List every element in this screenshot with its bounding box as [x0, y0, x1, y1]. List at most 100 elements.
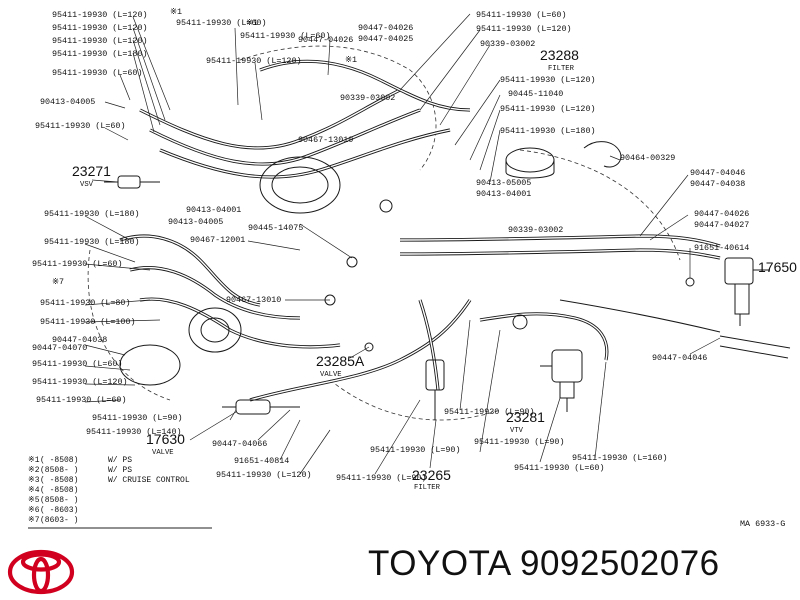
- part-label: 90447-04027: [694, 220, 749, 230]
- part-label: 90467-13010: [226, 295, 281, 305]
- part-label: 90339-03002: [508, 225, 563, 235]
- part-label: 90447-04046: [652, 353, 707, 363]
- part-label: 95411-19930 (L=120): [476, 24, 572, 34]
- part-label: 95411-19930 (L=120): [216, 470, 312, 480]
- part-label: 95411-19930 (L=60): [514, 463, 604, 473]
- part-label: 90447-04038: [690, 179, 745, 189]
- legend-range: ( -8508): [40, 476, 78, 485]
- part-label: 95411-19930 (L=90): [474, 437, 564, 447]
- part-label: 95411-19930 (L=180): [500, 126, 596, 136]
- part-label: 95411-19930 (L=60): [32, 359, 122, 369]
- part-label: 90413-04001: [476, 189, 531, 199]
- part-label: 95411-19930 (L=180): [44, 209, 140, 219]
- part-label: FILTER: [548, 65, 575, 73]
- part-label: 17650: [758, 259, 797, 275]
- part-labels: 95411-19930 (L=120) 95411-19930 (L=120) …: [32, 7, 797, 492]
- part-label: VTV: [510, 427, 524, 435]
- part-label: 95411-19930 (L=120): [52, 23, 148, 33]
- part-label: 90413-05005: [476, 178, 531, 188]
- part-label: 95411-19930 (L=120): [500, 75, 596, 85]
- part-label: 90445-11040: [508, 89, 563, 99]
- part-label: 23281: [506, 409, 545, 425]
- part-label: 90413-04001: [186, 205, 241, 215]
- part-label: ※1: [170, 7, 182, 17]
- part-label: 95411-19930 (L=120): [206, 56, 302, 66]
- part-label: 90445-14075: [248, 223, 303, 233]
- part-label: 90447-04026: [358, 23, 413, 33]
- toyota-logo-icon: [7, 549, 75, 595]
- part-label: 95411-19930 (L=60): [52, 68, 142, 78]
- part-label: 95411-19930 (L=60): [240, 31, 330, 41]
- legend: ※1 ( -8508) W/ PS ※2 (8508- ) W/ PS ※3 (…: [28, 456, 212, 529]
- legend-range: ( -8508): [40, 486, 78, 495]
- legend-note: W/ CRUISE CONTROL: [108, 476, 190, 485]
- part-label: VSV: [80, 181, 94, 189]
- part-label: 95411-19930 (L=80): [40, 298, 130, 308]
- part-label: 95411-19930 (L=90): [444, 407, 534, 417]
- brand-title: TOYOTA 9092502076: [368, 544, 720, 584]
- part-label: 95411-19930 (L=120): [52, 36, 148, 46]
- toyota-logo-rings: [7, 549, 75, 595]
- part-label: 95411-19930 (L=120): [500, 104, 596, 114]
- part-label: 90447-04026: [298, 35, 353, 45]
- part-label: 90339-03002: [340, 93, 395, 103]
- part-label: 95411-19930 (L=60): [176, 18, 266, 28]
- part-label: 91651-40814: [234, 456, 289, 466]
- legend-mark: ※5: [28, 496, 40, 505]
- part-label: 90464-00329: [620, 153, 675, 163]
- part-label: ※1: [246, 18, 258, 28]
- legend-range: ( -8508): [40, 456, 78, 465]
- part-label: 95411-19930 (L=60): [476, 10, 566, 20]
- legend-note: W/ PS: [108, 466, 132, 475]
- part-label: 23265: [412, 467, 451, 483]
- part-label: 95411-19930 (L=180): [44, 237, 140, 247]
- part-label: 91651-40614: [694, 243, 749, 253]
- part-label: 90447-04066: [212, 439, 267, 449]
- part-label: 90447-04026: [694, 209, 749, 219]
- legend-mark: ※4: [28, 486, 40, 495]
- part-label: 95411-19930 (L=100): [40, 317, 136, 327]
- part-label: 95411-19930 (L=140): [86, 427, 182, 437]
- part-label: 23288: [540, 47, 579, 63]
- part-label: 95411-19930 (L=90): [92, 413, 182, 423]
- legend-range: (8603- ): [40, 516, 78, 525]
- part-label: 17630: [146, 431, 185, 447]
- part-label: 90447-04038: [52, 335, 107, 345]
- engine-line-art: [84, 13, 791, 475]
- part-label: 95411-19930 (L=120): [32, 377, 128, 387]
- part-label: 23285A: [316, 353, 365, 369]
- legend-mark: ※3: [28, 476, 40, 485]
- part-label: FILTER: [414, 484, 441, 492]
- part-label: 90447-04046: [690, 168, 745, 178]
- part-label: 90447-04025: [358, 34, 413, 44]
- legend-mark: ※2: [28, 466, 40, 475]
- part-label: 90447-04070: [32, 343, 87, 353]
- legend-range: ( -8603): [40, 506, 78, 515]
- legend-mark: ※1: [28, 456, 40, 465]
- part-label: 90413-04005: [40, 97, 95, 107]
- legend-range: (8508- ): [40, 496, 78, 505]
- part-label: VALVE: [152, 449, 174, 457]
- part-label: 90339-03002: [480, 39, 535, 49]
- brand-part-number: 9092502076: [519, 544, 720, 583]
- part-label: 95411-19930 (L=90): [336, 473, 426, 483]
- part-label: 90467-12001: [190, 235, 245, 245]
- legend-mark: ※6: [28, 506, 40, 515]
- legend-mark: ※7: [28, 516, 40, 525]
- part-label: ※1: [345, 55, 357, 65]
- part-label: 90413-04005: [168, 217, 223, 227]
- legend-range: (8508- ): [40, 466, 78, 475]
- diagram-code: MA 6933-G: [740, 519, 785, 529]
- part-label: 95411-19930 (L=160): [572, 453, 668, 463]
- legend-note: W/ PS: [108, 456, 132, 465]
- part-label: 95411-19930 (L=60): [36, 395, 126, 405]
- part-label: 95411-19930 (L=120): [52, 10, 148, 20]
- brand-name: TOYOTA: [368, 544, 510, 583]
- part-label: 95411-19930 (L=60): [35, 121, 125, 131]
- part-label: ※7: [52, 277, 64, 287]
- part-label: 95411-19930 (L=60): [32, 259, 122, 269]
- part-label: VALVE: [320, 371, 342, 379]
- part-label: 95411-19930 (L=90): [370, 445, 460, 455]
